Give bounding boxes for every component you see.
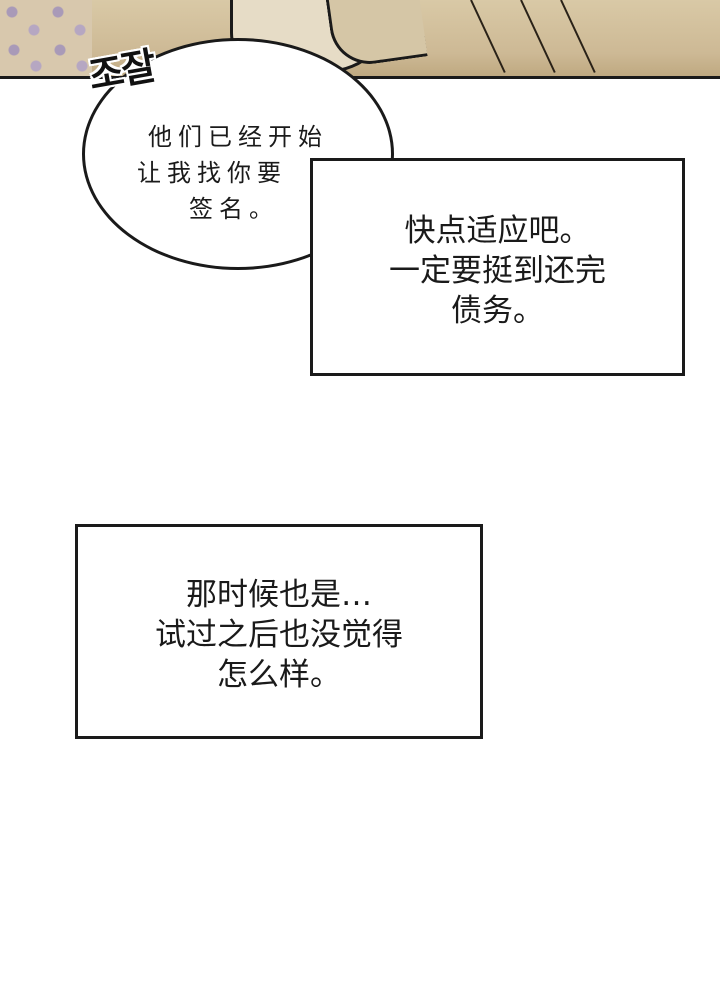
narration-line: 怎么样。: [217, 657, 341, 693]
speech-line: 他们已经开始: [148, 123, 328, 151]
hair-strand: [560, 0, 596, 73]
speech-line: 签名。: [189, 195, 279, 223]
speech-line: 让我找你要: [137, 159, 287, 187]
narration-box-2: 那时候也是… 试过之后也没觉得 怎么样。: [75, 524, 483, 739]
narration-line: 试过之后也没觉得: [155, 617, 403, 653]
narration-line: 一定要挺到还完: [389, 253, 606, 289]
hair-strand: [470, 0, 506, 73]
narration-line: 那时候也是…: [186, 577, 372, 613]
speech-bubble-text: 他们已经开始 让我找你要 签名。: [85, 119, 391, 227]
hair-strand: [520, 0, 556, 73]
narration-line: 债务。: [451, 293, 544, 329]
floral-fabric-pattern: [0, 0, 92, 76]
narration-line: 快点适应吧。: [404, 213, 591, 249]
narration-box-1: 快点适应吧。 一定要挺到还完 债务。: [310, 158, 685, 376]
sound-effect-text: 조잘: [85, 43, 158, 99]
